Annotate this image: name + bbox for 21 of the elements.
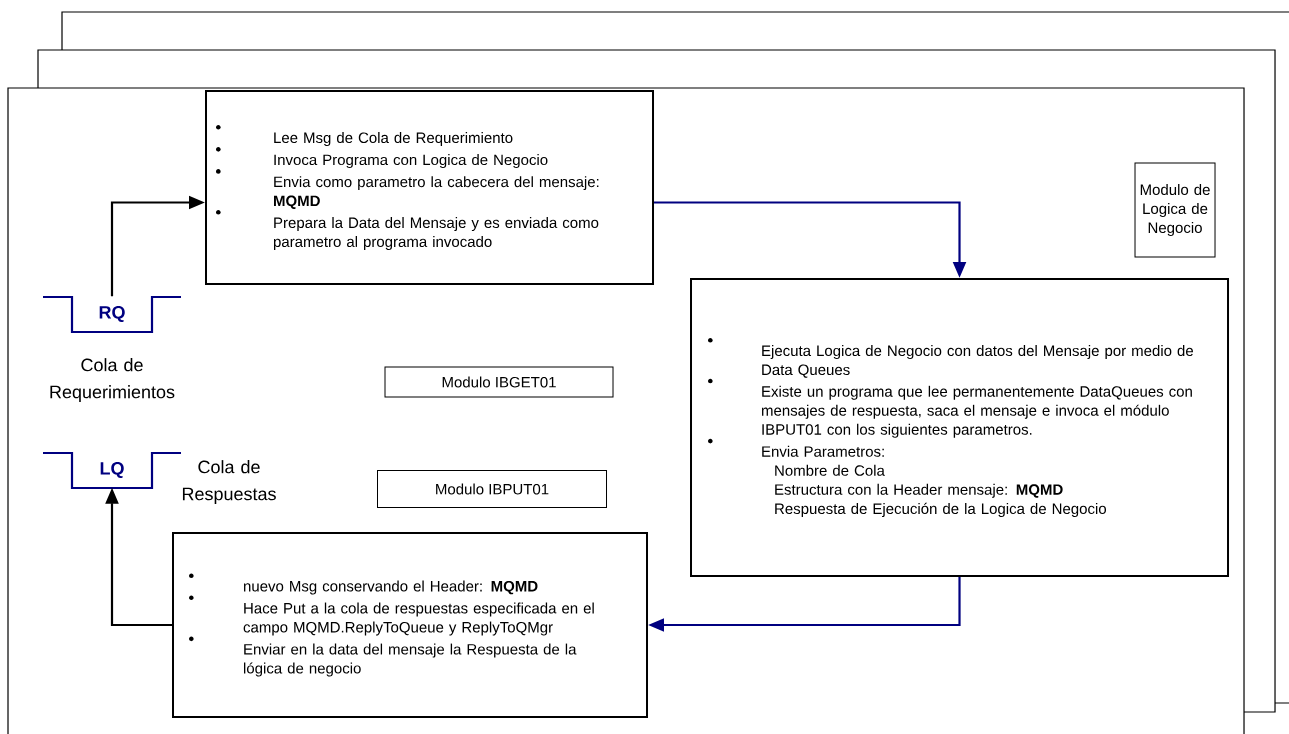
text-box <box>690 278 1229 577</box>
list-item: Nombre de Cola <box>775 464 885 476</box>
bullet-item: Prepara la Data del Mensaje y es enviada como parametro al programa invocado <box>216 209 599 250</box>
queue-caption: Cola de Requerimientos <box>50 358 175 402</box>
module-box: Modulo IBGET01 <box>384 366 614 398</box>
list-item: Estructura con la Header mensaje: MQMD <box>775 483 1063 498</box>
bullet-item: Existe un programa que lee permanentemente DataQueues con mensajes de respuesta, saca el mensaje e invoca el módulo IBPUT01 con los siguientes parametros. <box>708 378 1192 438</box>
bullet-item: Envia como parametro la cabecera del mensaje: MQMD <box>216 169 599 209</box>
bullet-item: nuevo Msg conservando el Header: MQMD <box>189 573 538 595</box>
bullet-item: Enviar en la data del mensaje la Respuesta de la lógica de negocio <box>189 636 577 677</box>
text-box <box>205 90 654 285</box>
bullet-item: Hace Put a la cola de respuestas especificada en el campo MQMD.ReplyToQueue y ReplyToQMgr <box>189 595 594 636</box>
bullet-item: Lee Msg de Cola de Requerimiento <box>216 125 513 147</box>
bullet-item: Invoca Programa con Logica de Negocio <box>216 147 548 169</box>
module-box: Modulo de Logica de Negocio <box>1134 162 1216 258</box>
list-item: Respuesta de Ejecución de la Logica de Negocio <box>775 502 1107 517</box>
queue-caption: Cola de Respuestas <box>182 460 276 504</box>
module-box: Modulo IBPUT01 <box>377 470 607 508</box>
text-box <box>172 532 648 718</box>
bullet-item: Envia Parametros: <box>708 438 884 457</box>
bullet-item: Ejecuta Logica de Negocio con datos del Mensaje por medio de Data Queues <box>708 338 1193 378</box>
